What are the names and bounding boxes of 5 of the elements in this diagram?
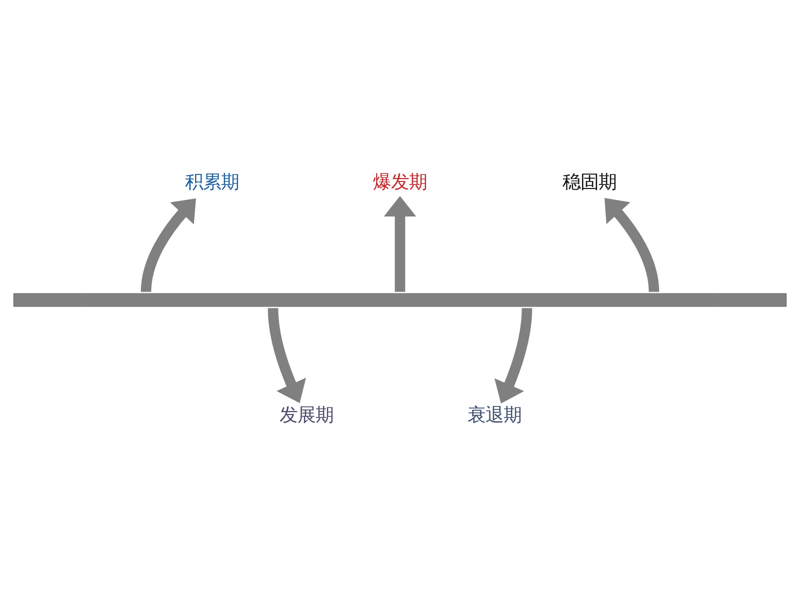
node-text: 爆发期 bbox=[373, 172, 427, 193]
node-text: 稳固期 bbox=[562, 172, 616, 193]
node-text: 发展期 bbox=[279, 404, 334, 426]
node-text: 衰退期 bbox=[468, 404, 522, 426]
node-text: 积累期 bbox=[184, 172, 239, 193]
